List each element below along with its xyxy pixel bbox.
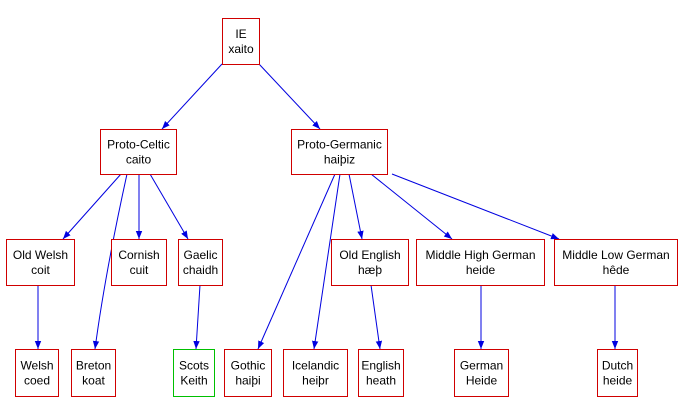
node-label-cornish: Cornish bbox=[118, 248, 159, 262]
node-word-scots: Keith bbox=[180, 374, 207, 388]
edge-pceltic-to-owelsh bbox=[62, 173, 122, 240]
node-box-breton bbox=[71, 349, 116, 397]
node-word-mlg: hêde bbox=[603, 263, 630, 277]
edge-pceltic-to-gaelic bbox=[149, 173, 189, 240]
node-word-german: Heide bbox=[466, 374, 498, 388]
edges bbox=[34, 63, 619, 350]
node-word-breton: koat bbox=[82, 374, 105, 388]
node-label-scots: Scots bbox=[179, 359, 209, 373]
node-label-pceltic: Proto-Celtic bbox=[107, 138, 170, 152]
node-box-gaelic bbox=[178, 239, 223, 286]
node-box-icelandic bbox=[283, 349, 348, 397]
node-box-dutch bbox=[597, 349, 638, 397]
node-word-icelandic: heiþr bbox=[302, 374, 329, 388]
edge-pgerm-to-oenglish bbox=[348, 173, 364, 240]
node-box-german bbox=[454, 349, 509, 397]
node-label-gaelic: Gaelic bbox=[183, 248, 217, 262]
node-label-mhg: Middle High German bbox=[425, 248, 535, 262]
node-word-english: heath bbox=[366, 374, 396, 388]
edge-pgerm-to-mhg bbox=[370, 173, 453, 240]
node-word-mhg: heide bbox=[466, 263, 496, 277]
node-box-english bbox=[358, 349, 404, 397]
node-label-pgerm: Proto-Germanic bbox=[297, 138, 382, 152]
node-label-english: English bbox=[361, 359, 400, 373]
node-word-dutch: heide bbox=[603, 374, 633, 388]
node-box-pceltic bbox=[100, 129, 177, 175]
node-word-ie: xaito bbox=[228, 42, 254, 56]
node-label-gothic: Gothic bbox=[231, 359, 266, 373]
node-box-gothic bbox=[224, 349, 272, 397]
node-label-owelsh: Old Welsh bbox=[13, 248, 68, 262]
node-box-mlg bbox=[554, 239, 678, 286]
edge-pgerm-to-gothic bbox=[257, 173, 336, 350]
node-box-owelsh bbox=[6, 239, 75, 286]
node-word-oenglish: hæþ bbox=[358, 263, 382, 277]
node-label-icelandic: Icelandic bbox=[292, 359, 339, 373]
edge-pgerm-to-mlg bbox=[391, 173, 560, 240]
edge-ie-to-pgerm bbox=[258, 63, 321, 130]
node-box-welsh bbox=[15, 349, 59, 397]
node-box-cornish bbox=[111, 239, 167, 286]
node-label-breton: Breton bbox=[76, 359, 111, 373]
edge-ie-to-pceltic bbox=[161, 63, 223, 130]
node-label-german: German bbox=[460, 359, 503, 373]
edge-oenglish-to-english bbox=[370, 284, 383, 350]
node-word-owelsh: coit bbox=[31, 263, 50, 277]
node-box-pgerm bbox=[291, 129, 388, 175]
node-word-gaelic: chaidh bbox=[183, 263, 218, 277]
node-label-oenglish: Old English bbox=[339, 248, 400, 262]
node-word-pceltic: caito bbox=[126, 153, 152, 167]
node-label-welsh: Welsh bbox=[20, 359, 53, 373]
node-box-ie bbox=[222, 18, 260, 65]
node-box-mhg bbox=[416, 239, 545, 286]
edge-pgerm-to-icelandic bbox=[312, 173, 341, 350]
node-label-ie: IE bbox=[235, 27, 246, 41]
nodes: IExaitoProto-CelticcaitoProto-Germanicha… bbox=[6, 18, 678, 397]
node-box-scots bbox=[173, 349, 215, 397]
node-label-dutch: Dutch bbox=[602, 359, 633, 373]
node-word-pgerm: haiþiz bbox=[324, 153, 355, 167]
node-box-oenglish bbox=[331, 239, 409, 286]
node-word-gothic: haiþi bbox=[235, 374, 260, 388]
node-word-cornish: cuit bbox=[130, 263, 149, 277]
node-label-mlg: Middle Low German bbox=[562, 248, 669, 262]
edge-pceltic-to-breton bbox=[92, 173, 128, 350]
edge-gaelic-to-scots bbox=[193, 284, 201, 350]
node-word-welsh: coed bbox=[24, 374, 50, 388]
